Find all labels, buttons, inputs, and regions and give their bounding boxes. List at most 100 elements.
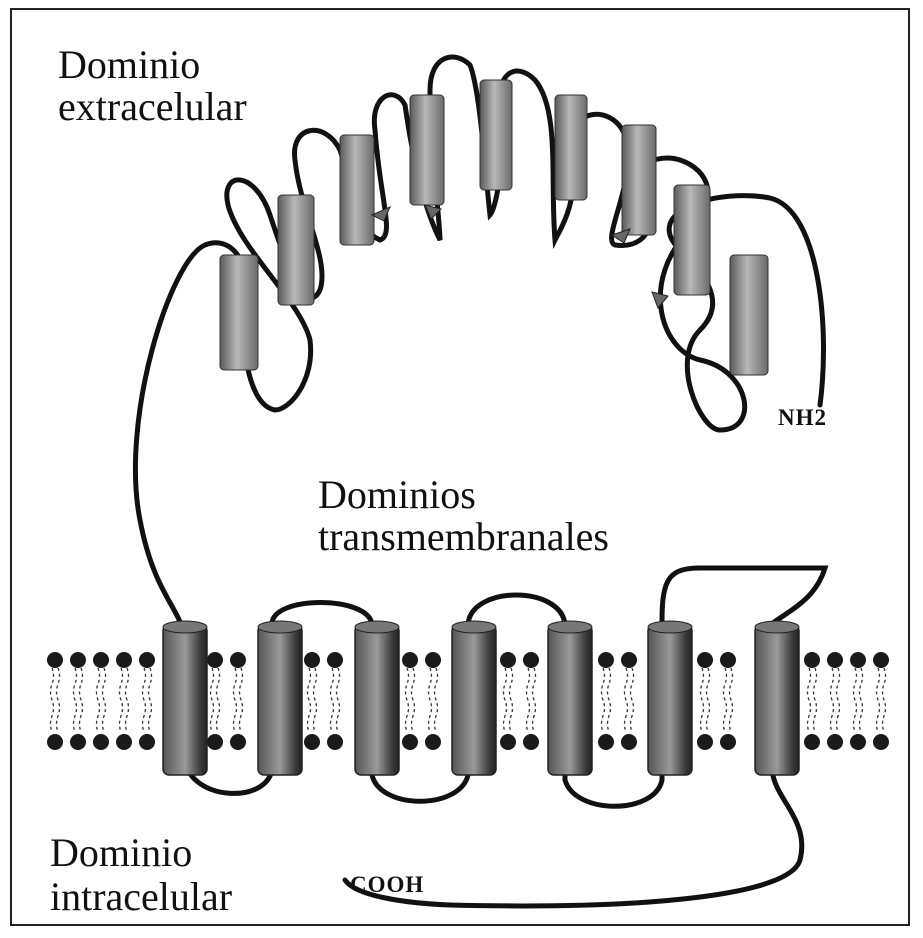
lipid-head [621,652,637,668]
lipid-head [327,734,343,750]
lipid-head [402,734,418,750]
lipid-head [850,734,866,750]
helix-cap [258,621,302,633]
lipid-tail [625,668,628,732]
lipid-tail [103,668,106,732]
lipid-tail [837,668,840,732]
lipid-head [304,734,320,750]
lipid-head [139,734,155,750]
lipid-head [93,652,109,668]
lipid-tail [57,668,60,732]
label-nh2: NH2 [778,405,827,430]
lipid-head [804,652,820,668]
lipid-head [207,734,223,750]
lipid-head [47,734,63,750]
lipid-tail [533,668,536,732]
lipid-tail [883,668,886,732]
transmembrane-helix-6 [648,625,692,775]
lipid-head [720,652,736,668]
lipid-tail [707,668,710,732]
lipid-head [873,652,889,668]
helix-cap [452,621,496,633]
extracellular-helix [220,255,258,370]
helix-cap [648,621,692,633]
extracellular-helix [555,95,587,200]
lipid-head [93,734,109,750]
helix-cap [548,621,592,633]
lipid-head [804,734,820,750]
lipid-tail [814,668,817,732]
lipid-tail [51,668,54,732]
lipid-tail [331,668,334,732]
lipid-tail [143,668,146,732]
lipid-tail [240,668,243,732]
transmembrane-helix-3 [355,625,399,775]
lipid-tail [631,668,634,732]
transmembrane-helix-4 [452,625,496,775]
lipid-head [827,652,843,668]
lipid-head [230,734,246,750]
lipid-head [598,734,614,750]
label-intracellular-line1: Dominio [50,830,192,875]
lipid-head [850,652,866,668]
label-cooh: COOH [350,872,424,897]
lipid-head [523,734,539,750]
extracellular-helix [480,80,512,190]
transmembrane-helix-5 [548,625,592,775]
extracellular-helix [410,95,444,205]
lipid-tail [74,668,77,732]
label-transmembrane-line2: transmembranales [318,514,609,559]
lipid-head [402,652,418,668]
lipid-tail [97,668,100,732]
lipid-head [827,734,843,750]
lipid-tail [412,668,415,732]
helix-cap [355,621,399,633]
label-extracellular-line1: Dominio [58,42,200,87]
lipid-head [139,652,155,668]
lipid-tail [724,668,727,732]
lipid-tail [126,668,129,732]
lipid-tail [211,668,214,732]
lipid-tail [149,668,152,732]
beta-strand [652,292,668,308]
lipid-head [873,734,889,750]
lipid-tail [854,668,857,732]
label-transmembrane-line1: Dominios [318,472,476,517]
lipid-head [697,652,713,668]
extracellular-helix [278,195,314,305]
lipid-tail [808,668,811,732]
transmembrane-helix-2 [258,625,302,775]
extracellular-helix [730,255,768,375]
lipid-tail [608,668,611,732]
lipid-head [621,734,637,750]
lipid-tail [234,668,237,732]
lipid-head [500,734,516,750]
lipid-tail [406,668,409,732]
lipid-head [207,652,223,668]
helix-cap [163,621,207,633]
lipid-head [304,652,320,668]
lipid-tail [701,668,704,732]
lipid-tail [730,668,733,732]
lipid-head [720,734,736,750]
extracellular-helix [340,135,374,245]
lipid-head [116,734,132,750]
lipid-tail [429,668,432,732]
lipid-head [500,652,516,668]
transmembrane-helix-7 [755,625,799,775]
lipid-head [230,652,246,668]
lipid-tail [80,668,83,732]
lipid-head [70,734,86,750]
extracellular-helix [622,125,656,235]
lipid-tail [217,668,220,732]
extracellular-helix [674,185,710,295]
lipid-tail [860,668,863,732]
lipid-tail [510,668,513,732]
lipid-head [697,734,713,750]
lipid-head [47,652,63,668]
lipid-tail [435,668,438,732]
lipid-tail [120,668,123,732]
lipid-tail [831,668,834,732]
